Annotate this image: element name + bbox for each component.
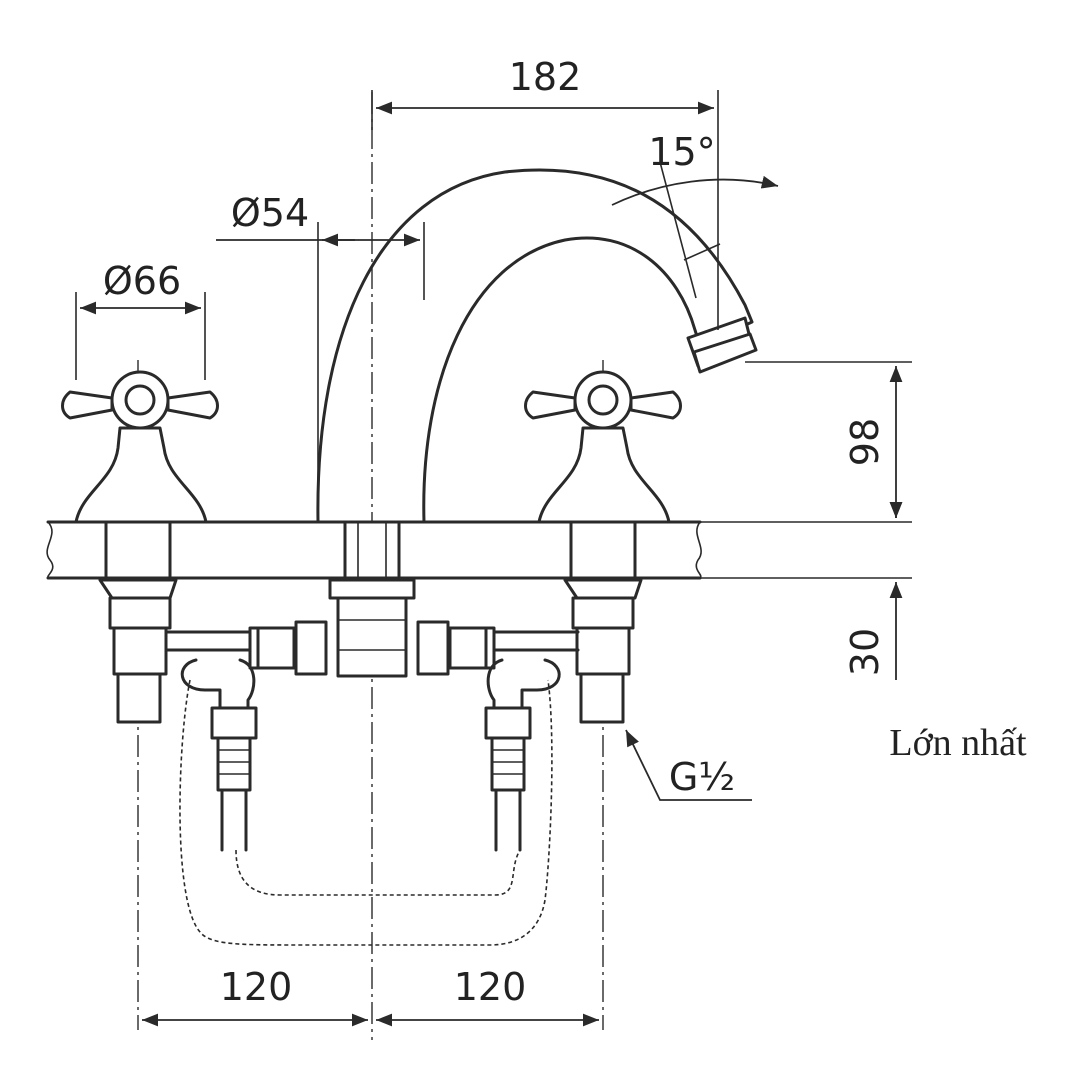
dimension-handle-diameter: Ø66 (75, 259, 206, 380)
thread-callout: G½ (625, 729, 752, 801)
right-handle (524, 370, 682, 724)
dimension-spacing: 120 120 (142, 965, 599, 1027)
left-spacing-label: 120 (220, 965, 293, 1009)
spout-angle-label: 15° (648, 130, 715, 174)
deck-thickness-label: 30 (843, 628, 887, 676)
dimension-spout-diameter: Ø54 (216, 191, 425, 500)
right-spacing-label: 120 (454, 965, 527, 1009)
spout (316, 168, 758, 580)
handle-diameter-label: Ø66 (103, 259, 181, 303)
thread-label: G½ (669, 755, 735, 799)
max-note: Lớn nhất (889, 722, 1027, 764)
dimension-spout-angle: 15° (611, 130, 779, 299)
spout-reach-label: 182 (509, 55, 582, 99)
dimension-deck-thickness: 30 (700, 501, 912, 680)
under-deck-connectors (164, 578, 580, 852)
left-handle (61, 370, 219, 724)
dimension-spout-reach: 182 (371, 55, 719, 330)
flexible-hoses (179, 679, 553, 946)
dimension-spout-height: 98 (700, 361, 912, 523)
spout-diameter-label: Ø54 (231, 191, 309, 235)
spout-height-label: 98 (843, 418, 887, 466)
